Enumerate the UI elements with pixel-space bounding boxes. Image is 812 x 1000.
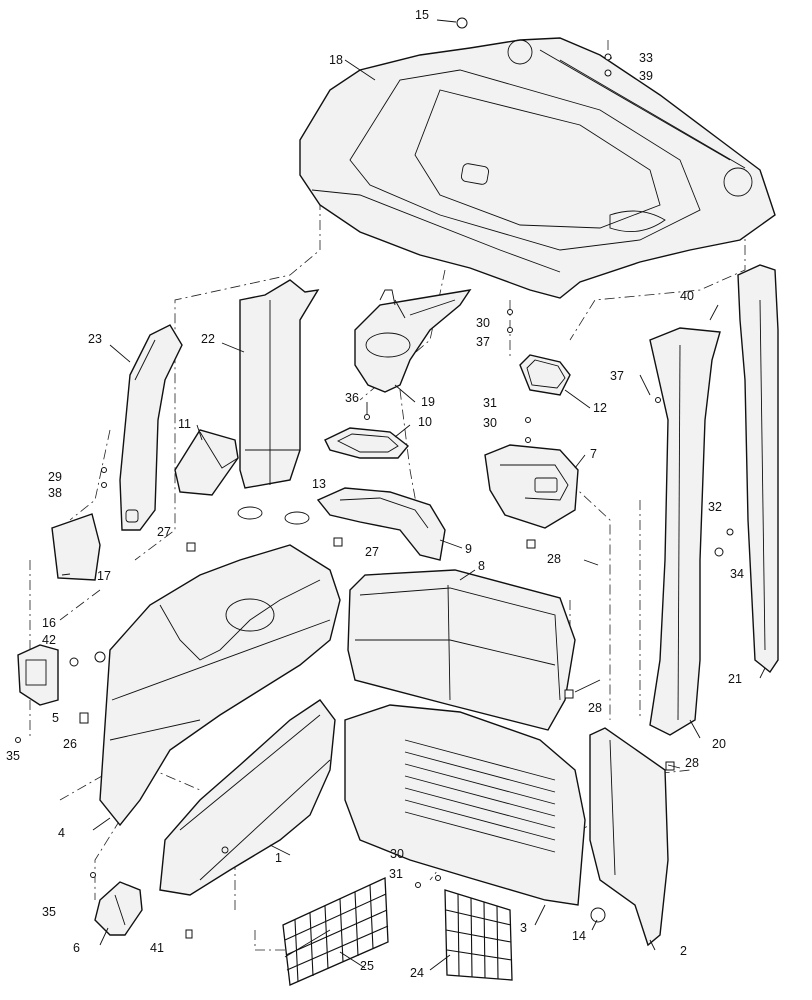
callout-label: 32	[708, 500, 722, 514]
callout-label: 10	[418, 415, 432, 429]
callout-label: 37	[476, 335, 490, 349]
callout-label: 1	[275, 851, 282, 865]
callout-label: 17	[97, 569, 111, 583]
callout-label: 39	[639, 69, 653, 83]
cup-holder-part	[174, 429, 239, 496]
callout-label: 18	[329, 53, 343, 67]
callout-label: 41	[150, 941, 164, 955]
grille-left-lines	[284, 884, 389, 983]
callout-label: 30	[476, 316, 490, 330]
callout-label: 27	[157, 525, 171, 539]
corner-bracket-part	[94, 881, 143, 936]
callout-label: 19	[421, 395, 435, 409]
callout-label: 5	[52, 711, 59, 725]
callout-label: 7	[590, 447, 597, 461]
callout-label: 3	[520, 921, 527, 935]
right-pillar-trim-front-part	[649, 327, 721, 736]
switch-housing-part	[484, 444, 579, 529]
vent-bezel-part	[324, 427, 410, 459]
callout-label: 6	[73, 941, 80, 955]
callout-label: 33	[639, 51, 653, 65]
callout-label: 31	[483, 396, 497, 410]
callout-label: 42	[42, 633, 56, 647]
cover-plate-part	[51, 513, 101, 581]
callout-label: 9	[465, 542, 472, 556]
callout-label: 4	[58, 826, 65, 840]
callout-label: 28	[588, 701, 602, 715]
roof-headliner-part	[299, 37, 776, 299]
callout-label: 30	[483, 416, 497, 430]
right-pillar-trim-rear-part	[737, 264, 779, 674]
right-rear-corner-panel-part	[589, 727, 669, 947]
grille-right-lines	[445, 893, 513, 980]
callout-label: 36	[345, 391, 359, 405]
callout-labels: 1 2 3 4 5 6 7 8 9 10 11 12 13 14 15 16 1…	[6, 8, 744, 980]
callout-label: 27	[365, 545, 379, 559]
callout-label: 29	[48, 470, 62, 484]
callout-label: 24	[410, 966, 424, 980]
b-pillar-trim-part	[239, 279, 320, 489]
grille-right-part	[444, 889, 513, 981]
bracket-part	[17, 644, 59, 706]
callout-label: 37	[610, 369, 624, 383]
callout-label: 31	[389, 867, 403, 881]
callout-label: 21	[728, 672, 742, 686]
callout-label: 35	[42, 905, 56, 919]
callout-label: 34	[730, 567, 744, 581]
hardware-items	[15, 17, 734, 939]
grille-left-part	[282, 877, 389, 986]
callout-label: 16	[42, 616, 56, 630]
callout-label: 26	[63, 737, 77, 751]
callout-label: 11	[178, 417, 191, 431]
callout-label: 35	[6, 749, 20, 763]
callout-label: 28	[547, 552, 561, 566]
callout-label: 12	[593, 401, 607, 415]
callout-label: 20	[712, 737, 726, 751]
callout-label: 38	[48, 486, 62, 500]
callout-label: 15	[415, 8, 429, 22]
lower-side-panel-part	[159, 699, 336, 896]
rear-lower-panel-part	[344, 704, 586, 906]
callout-label: 2	[680, 944, 687, 958]
callout-label: 30	[390, 847, 404, 861]
callout-label: 23	[88, 332, 102, 346]
bezel-right-part	[519, 354, 571, 396]
leader-lines	[61, 19, 766, 971]
a-pillar-trim-left-part	[119, 324, 183, 531]
rear-wall-panel-part	[347, 569, 576, 731]
callout-label: 25	[360, 959, 374, 973]
left-side-console-part	[99, 544, 341, 827]
callout-label: 28	[685, 756, 699, 770]
louver-lines	[404, 739, 556, 853]
callout-label: 13	[312, 477, 326, 491]
console-top-part	[316, 487, 446, 561]
air-duct-part	[354, 289, 472, 393]
callout-label: 22	[201, 332, 215, 346]
seal-ring-parts	[237, 506, 310, 525]
callout-label: 14	[572, 929, 586, 943]
callout-label: 8	[478, 559, 485, 573]
callout-label: 40	[680, 289, 694, 303]
